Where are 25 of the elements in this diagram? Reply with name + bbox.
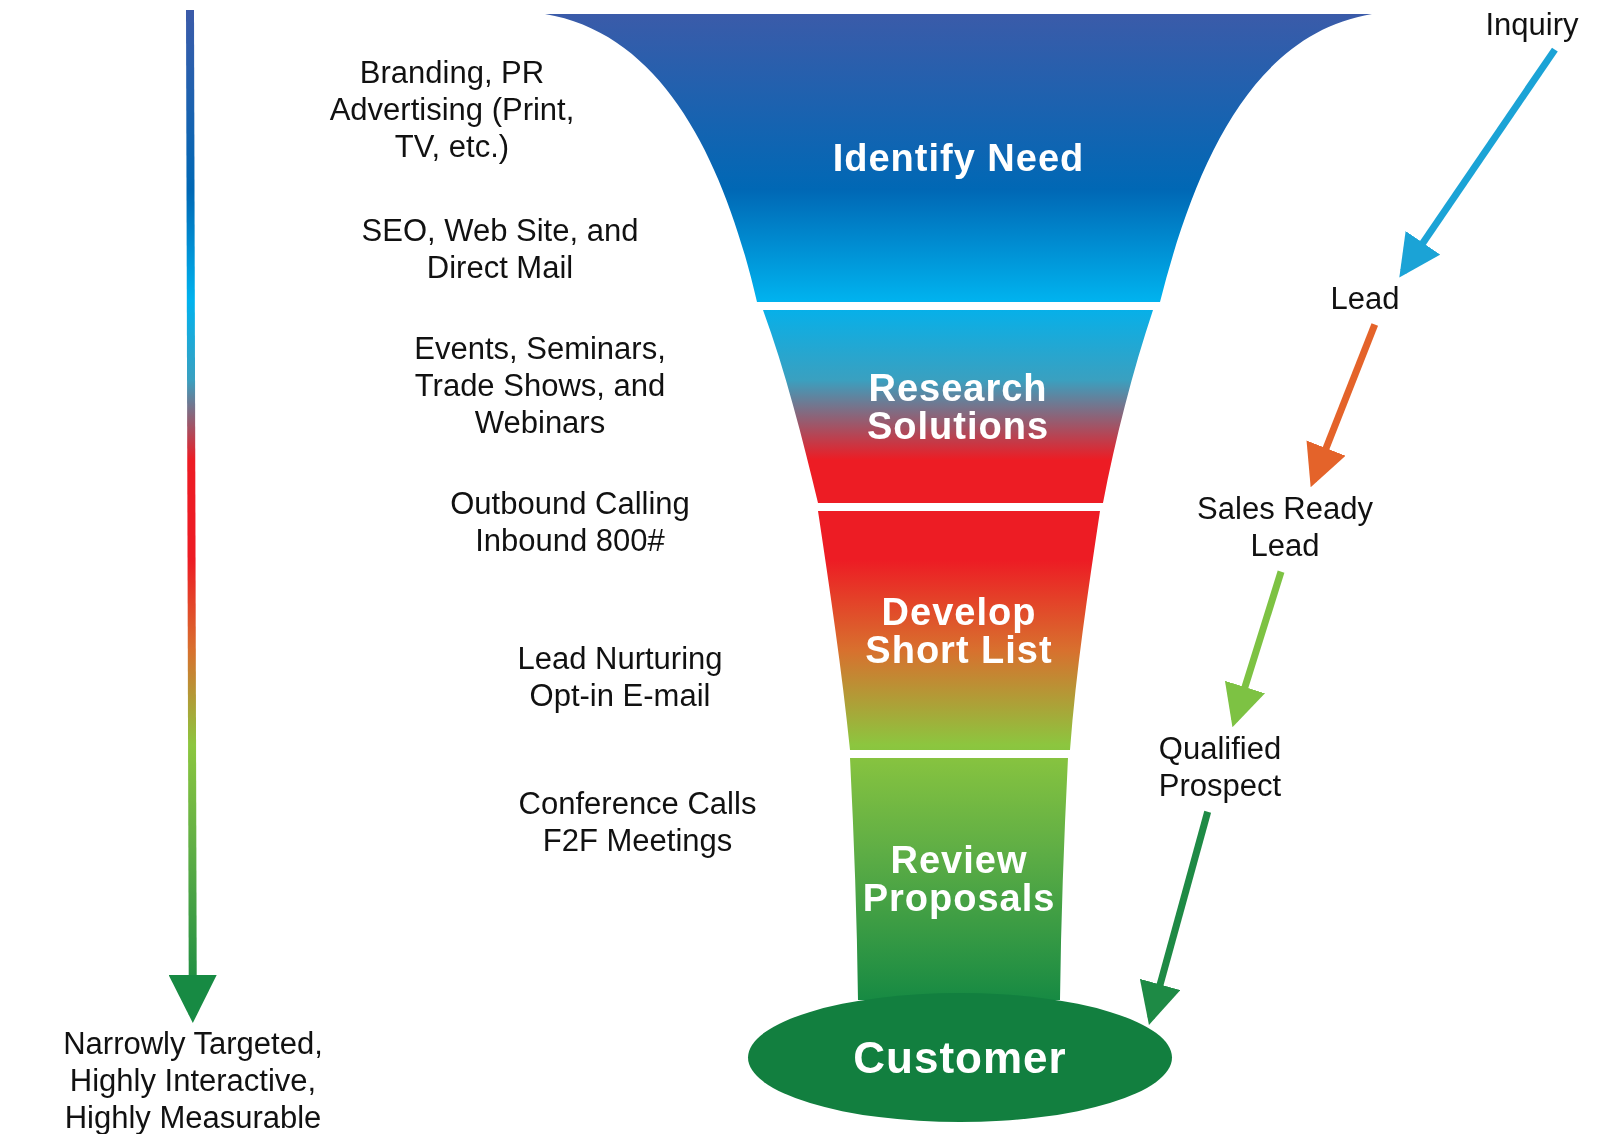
stage-title: Develop Short List: [864, 592, 1054, 669]
arrow: [168, 10, 217, 1023]
stage-title: Review Proposals: [861, 841, 1057, 917]
stage-label: Narrowly Targeted, Highly Interactive, Highly Measurable: [25, 1025, 361, 1134]
funnel-stage: [850, 758, 1068, 1000]
stage-title: Research Solutions: [865, 368, 1051, 445]
arrow: [1399, 47, 1558, 278]
channel-note: Outbound Calling Inbound 800#: [449, 485, 691, 559]
stage-label: Qualified Prospect: [1125, 730, 1315, 804]
arrow: [1139, 810, 1212, 1025]
stage-title: Customer: [853, 1034, 1067, 1081]
funnel-stage: [818, 511, 1100, 750]
stage-label: Sales Ready Lead: [1165, 490, 1405, 564]
channel-note: Conference Calls F2F Meetings: [517, 785, 758, 859]
channel-note: Events, Seminars, Trade Shows, and Webinars: [413, 330, 667, 441]
stage-label: Lead: [1330, 280, 1400, 317]
channel-note: SEO, Web Site, and Direct Mail: [360, 212, 640, 286]
funnel-stage: [763, 310, 1153, 503]
customer-ellipse: [748, 993, 1172, 1122]
arrow: [1306, 323, 1379, 488]
channel-note: Branding, PR Advertising (Print, TV, etc.): [328, 54, 576, 165]
stage-title: Identify Need: [832, 139, 1085, 177]
stage-label: Inquiry: [1485, 6, 1579, 43]
arrow: [1224, 570, 1285, 728]
channel-note: Lead Nurturing Opt-in E-mail: [516, 640, 724, 714]
